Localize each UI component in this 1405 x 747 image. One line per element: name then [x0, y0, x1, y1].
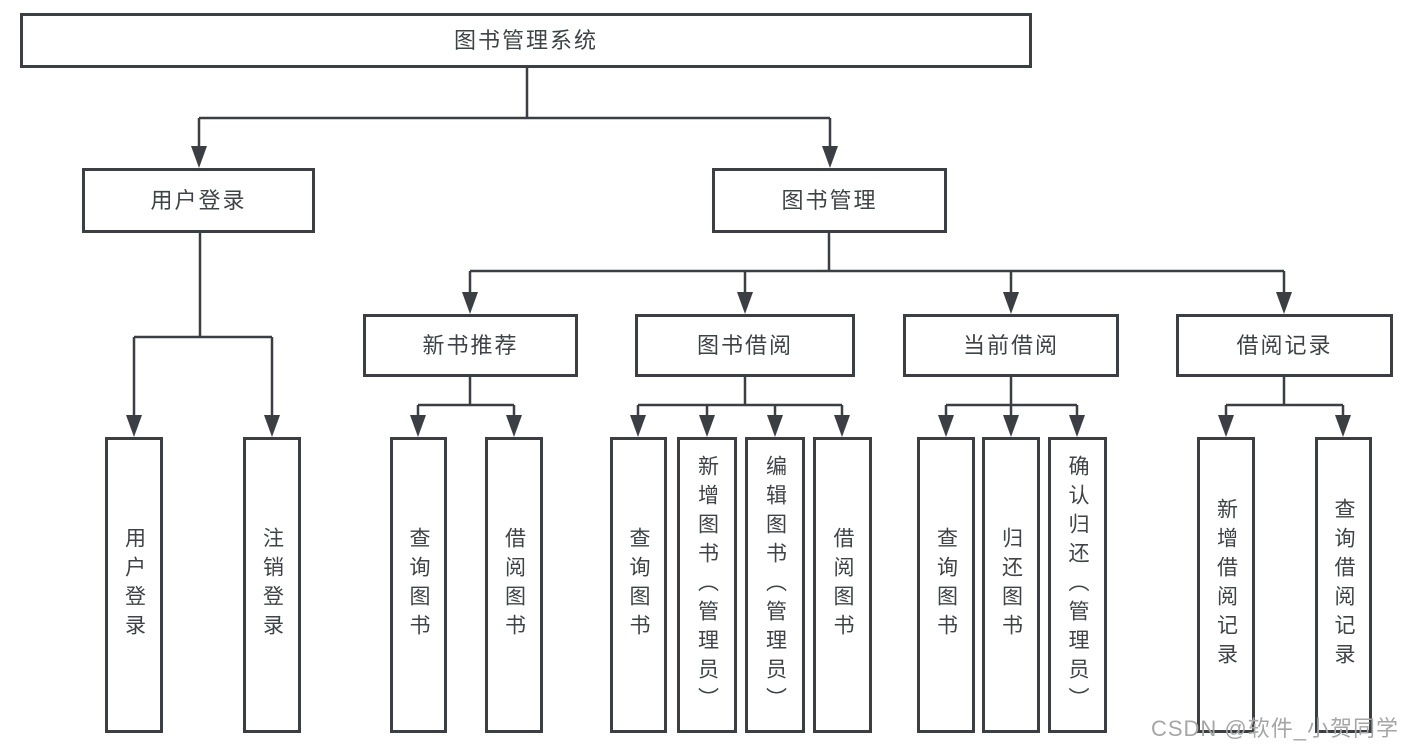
- leaf-user-login: 用户登录: [105, 437, 163, 733]
- csdn-watermark: CSDN @软件_小贺同学: [1150, 716, 1399, 741]
- leaf-label: 新增借阅记录: [1214, 498, 1238, 672]
- node-root-label: 图书管理系统: [453, 27, 598, 53]
- node-user-login-branch: 用户登录: [82, 168, 315, 233]
- node-book-borrow: 图书借阅: [635, 314, 855, 377]
- leaf-label: 借阅图书: [831, 527, 854, 643]
- leaf-label: 注销登录: [260, 527, 284, 643]
- node-label: 用户登录: [150, 187, 247, 213]
- node-root-system: 图书管理系统: [20, 13, 1032, 68]
- node-current-borrow: 当前借阅: [903, 314, 1119, 377]
- leaf-borrow-books: 借阅图书: [813, 437, 872, 733]
- node-label: 新书推荐: [422, 332, 519, 358]
- leaf-label: 借阅图书: [502, 527, 526, 643]
- leaf-return-books: 归还图书: [982, 437, 1040, 733]
- leaf-query-books-borrow: 查询图书: [610, 437, 667, 733]
- leaf-query-books-current: 查询图书: [917, 437, 975, 733]
- leaf-query-borrow-record: 查询借阅记录: [1315, 437, 1372, 733]
- node-label: 借阅记录: [1236, 332, 1333, 358]
- leaf-label: 归还图书: [999, 527, 1023, 643]
- leaf-label: 查询图书: [627, 527, 650, 643]
- leaf-label: 确认归还（管理员）: [1066, 454, 1089, 716]
- node-book-management-branch: 图书管理: [712, 168, 947, 233]
- arrowheads: [126, 146, 1351, 437]
- leaf-add-borrow-record: 新增借阅记录: [1197, 437, 1255, 733]
- leaf-label: 查询图书: [934, 527, 958, 643]
- node-borrow-records: 借阅记录: [1176, 314, 1393, 377]
- leaf-label: 编辑图书（管理员）: [763, 454, 787, 716]
- leaf-label: 新增图书（管理员）: [695, 454, 719, 716]
- leaf-edit-books-admin: 编辑图书（管理员）: [745, 437, 805, 733]
- node-label: 图书借阅: [696, 332, 793, 358]
- leaf-borrow-books-recommend: 借阅图书: [485, 437, 543, 733]
- leaf-label: 查询图书: [407, 527, 430, 643]
- leaf-query-books-recommend: 查询图书: [390, 437, 447, 733]
- leaf-label: 用户登录: [122, 527, 146, 643]
- leaf-logout: 注销登录: [243, 437, 301, 733]
- node-label: 图书管理: [781, 187, 878, 213]
- node-new-book-recommend: 新书推荐: [363, 314, 578, 377]
- node-label: 当前借阅: [962, 332, 1059, 358]
- leaf-label: 查询借阅记录: [1332, 498, 1355, 672]
- leaf-confirm-return-admin: 确认归还（管理员）: [1048, 437, 1107, 733]
- leaf-add-books-admin: 新增图书（管理员）: [677, 437, 737, 733]
- connector-paths: [132, 68, 1345, 421]
